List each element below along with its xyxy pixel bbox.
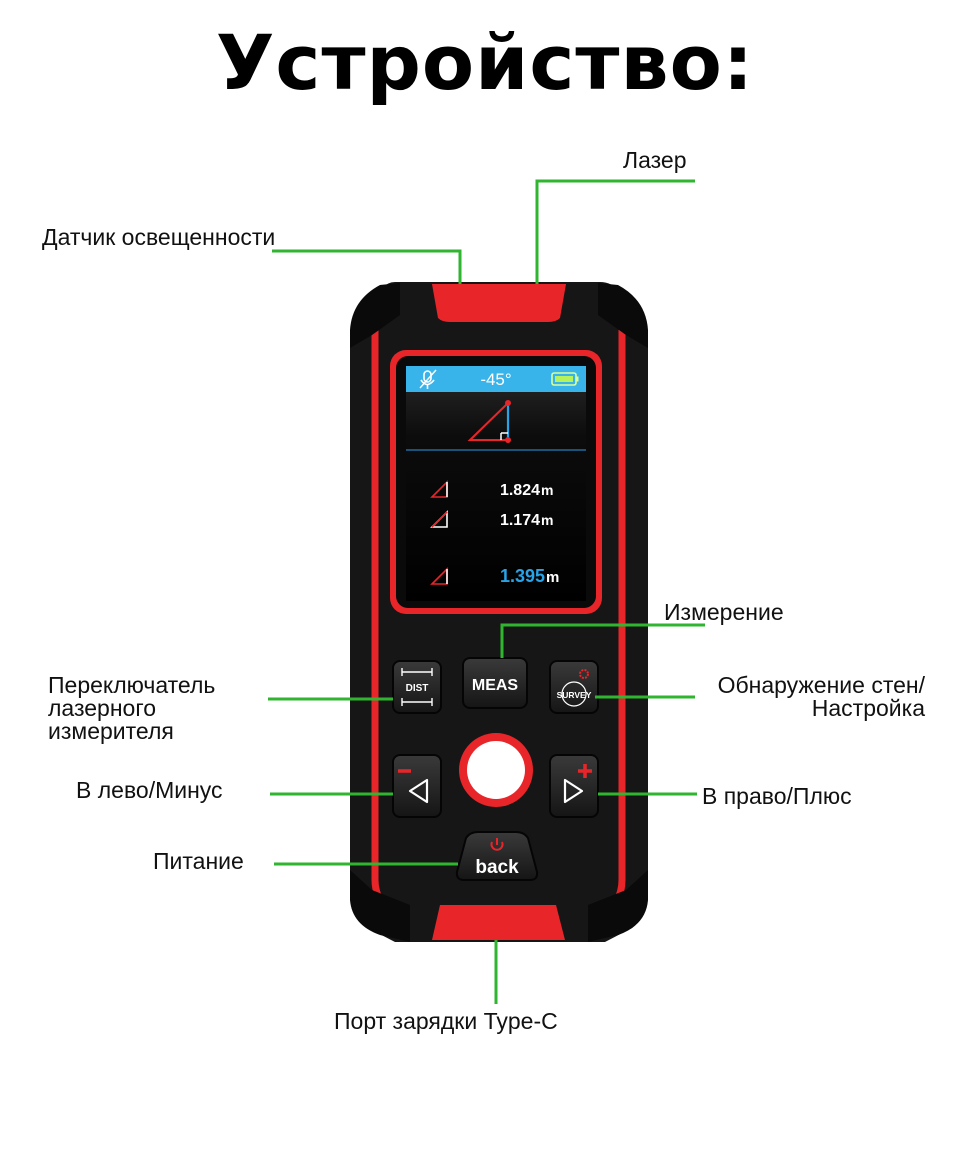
bottom-red-cap — [432, 905, 565, 940]
page-title: Устройство: — [215, 18, 755, 107]
label-laser: Лазер — [623, 147, 687, 173]
angle-triangle-icon — [467, 400, 511, 443]
label-laser-switch-line-1: Переключатель — [48, 672, 216, 698]
dist-button-label: DIST — [406, 683, 429, 694]
label-charging-port: Порт зарядки Type-C — [334, 1008, 558, 1034]
plus-icon — [578, 764, 592, 778]
label-left-minus: В лево/Минус — [76, 777, 223, 803]
battery-icon — [551, 372, 579, 386]
label-laser-switch-line-3: измерителя — [48, 718, 174, 744]
label-laser-switch-line-2: лазерного — [48, 695, 156, 721]
row3-triangle-icon — [430, 567, 448, 585]
row2-triangle-icon — [430, 510, 448, 528]
screen-unit-2: m — [541, 512, 553, 528]
back-button-label: back — [475, 857, 519, 878]
screen-unit-3: m — [546, 569, 559, 586]
leader-measure — [500, 623, 705, 658]
dist-button[interactable]: DIST — [392, 660, 442, 714]
leader-light-sensor — [272, 249, 462, 284]
right-plus-button[interactable] — [549, 754, 599, 818]
mic-icon — [419, 369, 437, 389]
right-arrow-icon — [563, 778, 584, 804]
screen-value-1: 1.824 — [500, 482, 540, 499]
meas-button[interactable]: MEAS — [462, 657, 528, 709]
left-minus-button[interactable] — [392, 754, 442, 818]
left-arrow-icon — [408, 778, 429, 804]
back-power-button[interactable]: back — [455, 831, 539, 881]
center-laser-lens — [459, 733, 533, 807]
screen-value-2: 1.174 — [500, 512, 540, 529]
label-right-plus: В право/Плюс — [702, 783, 852, 809]
row1-triangle-icon — [430, 480, 448, 498]
label-light-sensor: Датчик освещенности — [42, 224, 276, 250]
survey-button-label: SURVEY — [557, 690, 592, 700]
label-wall-detect-line-1: Обнаружение стен/ — [717, 672, 925, 698]
leader-laser — [535, 179, 695, 284]
label-measure: Измерение — [664, 599, 784, 625]
label-wall-detect-line-2: Настройка — [811, 695, 925, 721]
survey-button[interactable]: SURVEY — [549, 660, 599, 714]
screen-unit-1: m — [541, 482, 553, 498]
top-red-cap — [432, 284, 566, 322]
screen-value-3: 1.395 — [500, 566, 545, 586]
leader-lines — [268, 179, 705, 1004]
meas-button-label: MEAS — [472, 677, 519, 694]
screen — [406, 366, 586, 601]
screen-angle: -45° — [480, 370, 511, 389]
gear-icon — [579, 669, 589, 679]
label-power: Питание — [153, 848, 244, 874]
power-icon — [490, 838, 504, 851]
